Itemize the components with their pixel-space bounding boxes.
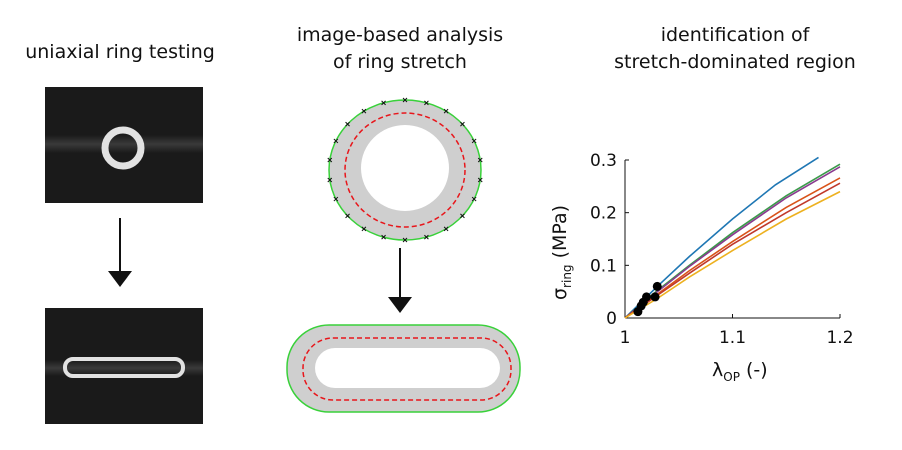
contour-marker [381,100,386,106]
ring-midline [344,112,466,228]
ring-contour-unloaded [327,97,483,243]
contour-marker [327,177,333,183]
stress-stretch-chart: 0 0.1 0.2 0.3 1 1.1 1.2 σring (MPa) λOP (-) [549,151,854,384]
data-point [642,292,651,302]
fixture-band-stretched [45,360,203,376]
ring-photo-unloaded-drawing [45,126,203,170]
contour-marker [424,100,429,106]
fixture-band [45,135,203,153]
y-tick-label: 0.1 [590,256,617,276]
contour-marker [361,108,367,114]
y-tick-label: 0.2 [590,204,617,224]
x-tick-label: 1.2 [826,328,853,348]
contour-markers [327,97,483,243]
contour-marker [477,157,483,163]
y-axis-label: σring (MPa) [549,205,574,300]
y-tick-label: 0 [606,309,617,329]
ring-photo-stretched-drawing [45,357,203,378]
contour-marker [471,138,477,144]
x-axis-label: λOP (-) [712,359,768,384]
data-points [633,281,662,317]
ring-photo-stretched [45,308,203,424]
x-tick-label: 1.1 [719,328,746,348]
data-point [650,292,660,302]
stretched-ring-specimen [63,357,185,378]
ring-specimen [101,126,145,170]
series-line [624,156,819,319]
data-point [652,281,662,291]
left-arrow-head [108,271,132,287]
contour-marker [333,196,339,202]
right-panel-title: identification of stretch-dominated regi… [614,24,856,73]
contour-marker [471,196,477,202]
contour-marker [443,226,449,232]
contour-marker [443,108,449,114]
y-ticks: 0 0.1 0.2 0.3 [590,151,629,329]
x-ticks: 1 1.1 1.2 [620,314,854,348]
middle-arrow-head [388,297,412,313]
left-panel-title: uniaxial ring testing [25,41,215,63]
contour-marker [381,234,386,240]
ring-lumen [361,125,449,211]
x-tick-label: 1 [620,328,631,348]
contour-marker [402,97,408,103]
series-line [624,190,841,319]
contour-marker [345,213,350,219]
stretched-lumen [315,348,500,388]
contour-marker [327,157,333,163]
middle-panel-title: image-based analysis of ring stretch [296,24,504,73]
ring-photo-unloaded [45,87,203,203]
contour-marker [345,121,350,127]
contour-marker [477,177,483,183]
contour-marker [333,138,339,144]
stretched-midline [302,337,512,401]
contour-marker [460,213,465,219]
contour-marker [361,226,367,232]
contour-marker [460,121,465,127]
ring-contour-stretched [286,324,521,413]
contour-marker [424,234,429,240]
y-tick-label: 0.3 [590,151,617,171]
contour-marker [402,237,408,243]
